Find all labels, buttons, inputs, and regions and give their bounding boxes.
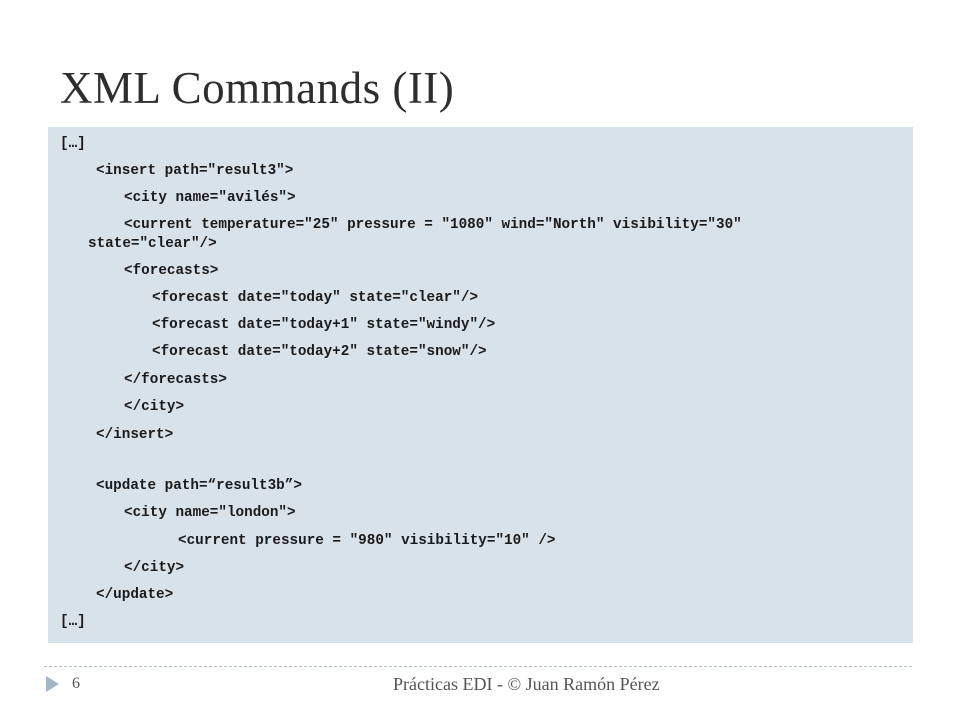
code-line: […] — [60, 136, 86, 152]
code-line: </city> — [124, 560, 185, 576]
code-line: </insert> — [96, 427, 174, 443]
code-line: <forecast date="today" state="clear"/> — [152, 290, 479, 306]
code-line: state="clear"/> — [88, 236, 217, 252]
code-line: </update> — [96, 587, 174, 603]
footer-text: Prácticas EDI - © Juan Ramón Pérez — [393, 674, 660, 694]
footer-divider — [44, 666, 912, 667]
slide-title: XML Commands (II) — [60, 63, 455, 113]
code-line: </city> — [124, 399, 185, 415]
code-line: <current temperature="25" pressure = "10… — [124, 217, 742, 233]
triangle-bullet-icon — [46, 676, 59, 692]
code-line: </forecasts> — [124, 372, 227, 388]
code-line: <insert path="result3"> — [96, 163, 294, 179]
code-line: <city name="avilés"> — [124, 190, 296, 206]
code-line: <forecast date="today+2" state="snow"/> — [152, 344, 487, 360]
code-line: […] — [60, 614, 86, 630]
code-line: <forecasts> — [124, 263, 219, 279]
code-line: <current pressure = "980" visibility="10… — [178, 533, 556, 549]
code-line: <update path=“result3b”> — [96, 478, 302, 494]
code-panel — [48, 127, 913, 643]
page-number: 6 — [72, 675, 80, 692]
code-line: <city name="london"> — [124, 505, 296, 521]
code-line: <forecast date="today+1" state="windy"/> — [152, 317, 496, 333]
